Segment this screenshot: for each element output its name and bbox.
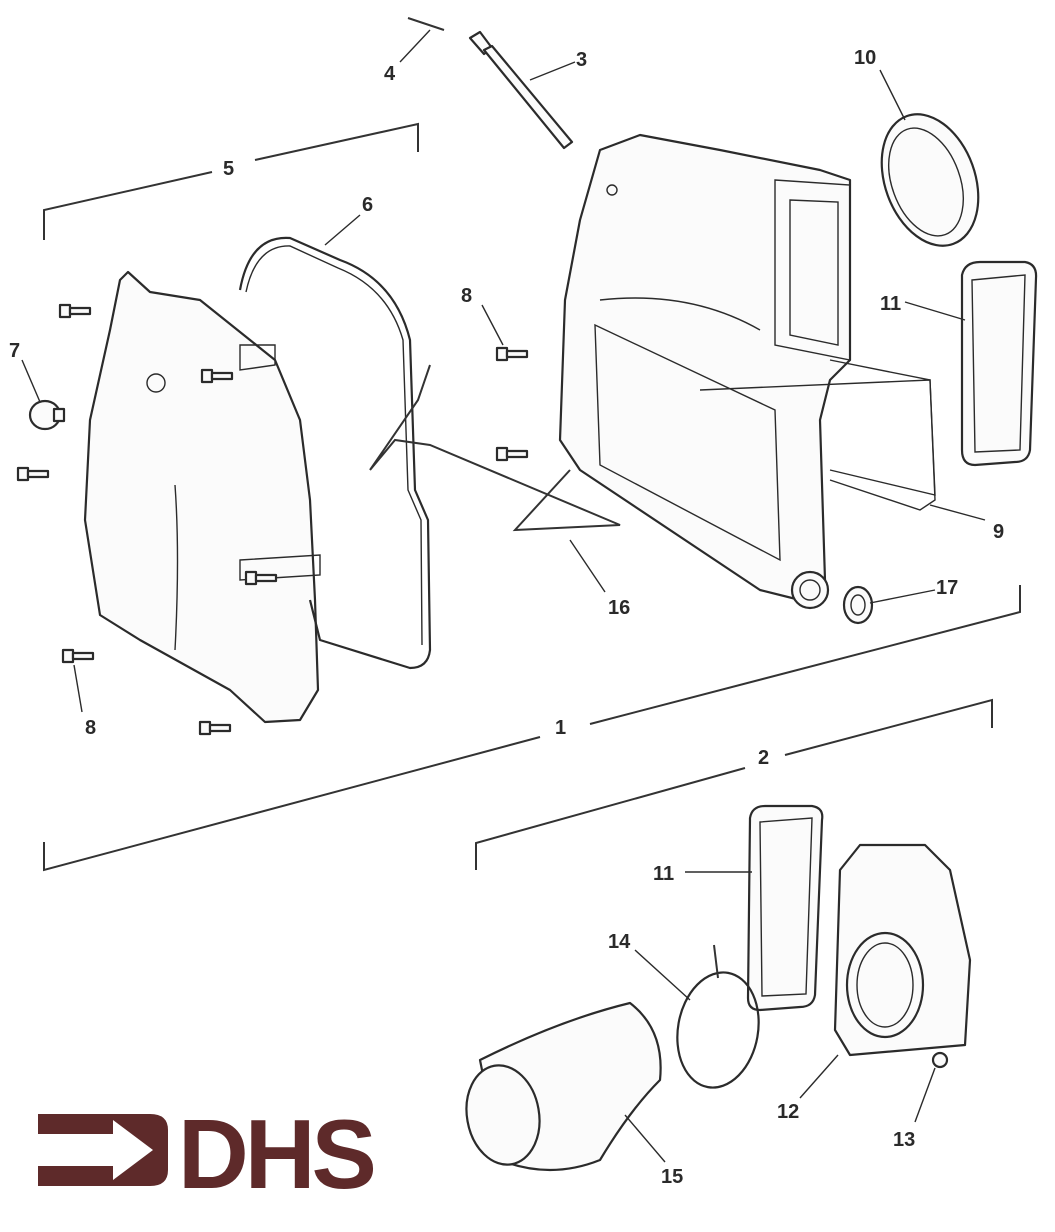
callout-8: 8 — [461, 285, 472, 307]
part-11-seal-bottom — [746, 804, 824, 1012]
leader-lines — [21, 29, 986, 1163]
callout-12: 12 — [777, 1101, 799, 1123]
callout-10: 10 — [854, 47, 876, 69]
part-9-filter — [829, 359, 936, 496]
callout-16: 16 — [608, 597, 630, 619]
part-10-ring — [880, 113, 980, 247]
part-1-housing — [558, 133, 936, 610]
callout-9: 9 — [993, 521, 1004, 543]
part-11-seal-top — [960, 260, 1038, 467]
bracket-1 — [43, 585, 1021, 872]
callout-5: 5 — [223, 158, 234, 180]
callout-13: 13 — [893, 1129, 915, 1151]
part-3-rod — [468, 30, 574, 150]
callout-7: 7 — [9, 340, 20, 362]
dhs-logo: DHS — [38, 1100, 378, 1200]
callout-15: 15 — [661, 1166, 683, 1188]
callout-11: 11 — [653, 863, 674, 885]
arrow-icon — [38, 1114, 168, 1186]
callout-11: 11 — [880, 293, 901, 315]
part-4-pin — [407, 17, 445, 31]
bracket-5 — [43, 122, 419, 240]
part-7-knob — [28, 399, 66, 431]
part-12-adapter — [833, 843, 972, 1057]
callout-2: 2 — [758, 747, 769, 769]
part-5-cover — [83, 270, 321, 724]
callout-labels: 4 3 10 5 6 8 11 7 9 17 16 8 1 2 11 14 12… — [9, 47, 1004, 1188]
part-16-spring — [369, 364, 621, 532]
bracket-2 — [475, 698, 993, 870]
callout-1: 1 — [555, 717, 566, 739]
part-6-gasket — [238, 236, 432, 670]
callout-17: 17 — [936, 577, 958, 599]
part-17-washer — [842, 585, 874, 625]
callout-14: 14 — [608, 931, 631, 953]
callout-3: 3 — [576, 49, 587, 71]
callout-8: 8 — [85, 717, 96, 739]
part-14-clamp — [676, 944, 760, 1089]
part-13-screw — [931, 1051, 949, 1069]
callout-4: 4 — [384, 63, 396, 85]
part-15-hose — [465, 1001, 662, 1172]
logo-text: DHS — [178, 1100, 374, 1200]
callout-6: 6 — [362, 194, 373, 216]
